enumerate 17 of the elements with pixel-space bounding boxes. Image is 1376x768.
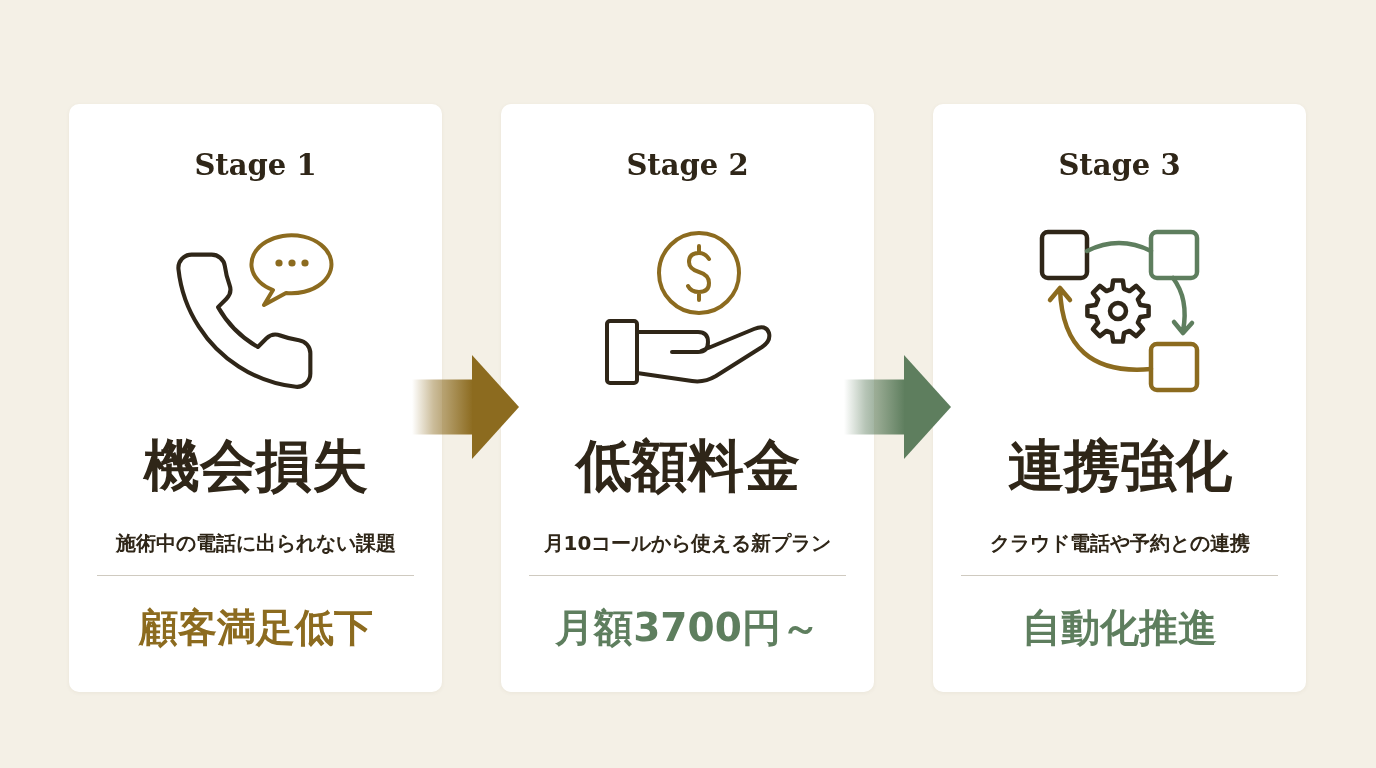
card-heading: 連携強化 xyxy=(1006,431,1233,500)
stage-title: Stage 3 xyxy=(1057,147,1182,183)
stage-title: Stage 1 xyxy=(193,147,318,183)
highlight-text: 月額3700円～ xyxy=(554,604,821,652)
stage-card xyxy=(69,104,442,692)
arrow xyxy=(412,355,519,459)
card-description: クラウド電話や予約との連携 xyxy=(988,530,1251,557)
card-description: 施術中の電話に出られない課題 xyxy=(114,530,397,557)
stage-title: Stage 2 xyxy=(625,147,750,183)
card-heading: 低額料金 xyxy=(573,431,801,500)
card-description: 月10コールから使える新プラン xyxy=(542,530,833,557)
highlight-text: 顧客満足低下 xyxy=(137,604,374,652)
stage-card xyxy=(501,104,874,692)
highlight-text: 自動化推進 xyxy=(1021,604,1218,652)
arrow xyxy=(844,355,951,459)
card-heading: 機会損失 xyxy=(142,431,369,500)
stage-card xyxy=(933,104,1306,692)
